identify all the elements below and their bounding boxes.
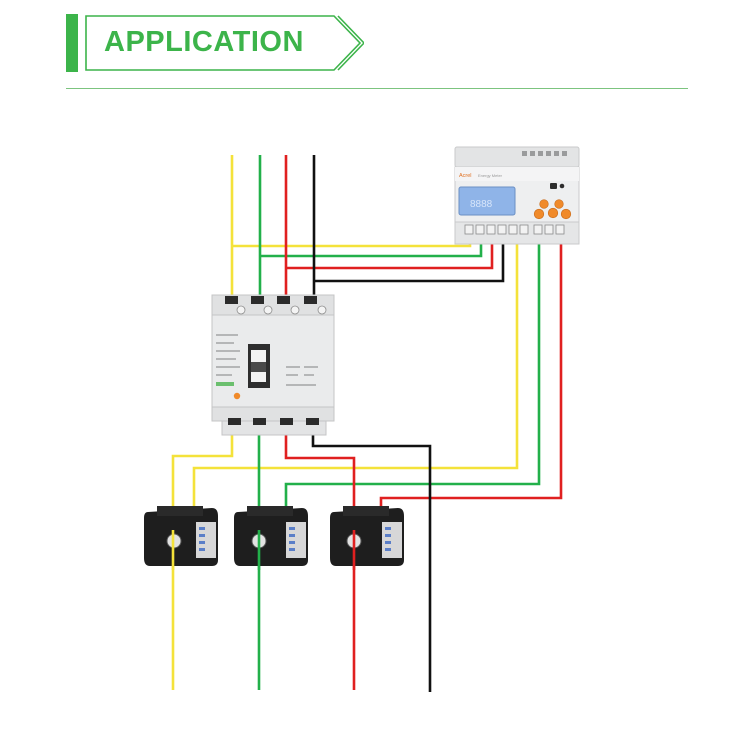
header-divider <box>66 88 688 89</box>
current-transformer-icon <box>144 506 218 566</box>
svg-text:8888: 8888 <box>470 199 493 210</box>
header-accent-bar <box>66 14 78 72</box>
section-header: APPLICATION <box>66 14 366 74</box>
energy-meter-icon: Acrel Energy Meter 8888 <box>454 146 580 245</box>
current-transformer-icon <box>330 506 404 566</box>
svg-text:Energy Meter: Energy Meter <box>478 173 503 178</box>
circuit-breaker-icon <box>211 294 335 436</box>
svg-text:Acrel: Acrel <box>459 173 472 179</box>
current-transformer-icon <box>234 506 308 566</box>
page-title: APPLICATION <box>104 26 304 58</box>
header-arrow-frame <box>85 15 364 71</box>
